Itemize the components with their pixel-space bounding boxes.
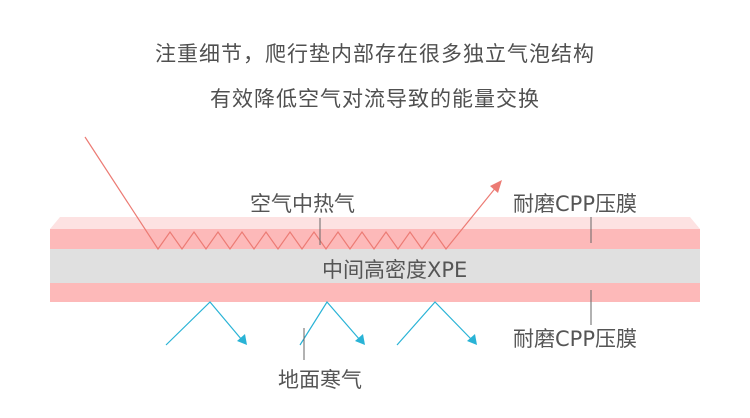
hot-air-path: [84, 136, 498, 251]
bottom-film-label: 耐磨CPP压膜: [513, 327, 637, 351]
xpe-core-layer: [50, 249, 700, 283]
cold-arrowhead-icon: [355, 334, 365, 345]
cold-air-path: [396, 301, 473, 346]
heading-line-2: 有效降低空气对流导致的能量交换: [210, 87, 540, 111]
cold-air-arrows: [165, 300, 473, 346]
bottom-cpp-film-layer: [50, 283, 700, 302]
top-cpp-film-layer: [50, 229, 700, 249]
heading-line-1: 注重细节，爬行垫内部存在很多独立气泡结构: [155, 42, 595, 66]
hot-air-arrowhead-icon: [490, 180, 502, 193]
ground-cold-label: 地面寒气: [278, 368, 362, 392]
cold-arrowhead-icon: [237, 334, 247, 345]
top-film-label: 耐磨CPP压膜: [513, 192, 637, 216]
hot-air-label: 空气中热气: [250, 192, 355, 216]
cold-air-path: [299, 300, 361, 346]
cold-air-path: [165, 301, 243, 346]
top-film-surface: [50, 217, 700, 229]
cold-arrowhead-icon: [467, 334, 477, 345]
core-label: 中间高密度XPE: [322, 258, 468, 282]
